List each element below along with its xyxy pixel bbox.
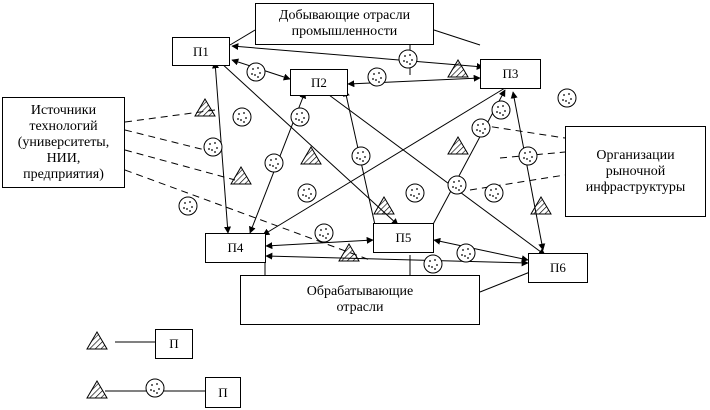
mining-industries-label: Добывающие отрасли промышленности bbox=[278, 8, 411, 39]
node-p4: П4 bbox=[205, 233, 266, 263]
dotted-circle-icon bbox=[203, 137, 223, 157]
processing-industries-label: Обрабатывающие отрасли bbox=[306, 284, 414, 315]
dotted-circle-icon bbox=[518, 146, 538, 166]
node-p2: П2 bbox=[290, 69, 348, 96]
hatched-triangle-icon bbox=[300, 146, 322, 165]
technology-sources-label: Источники технологий (университеты, НИИ,… bbox=[17, 102, 110, 182]
node-p5: П5 bbox=[373, 223, 434, 253]
hatched-triangle-icon bbox=[447, 136, 469, 155]
node-p4-label: П4 bbox=[227, 240, 244, 255]
dotted-circle-icon bbox=[145, 378, 165, 398]
hatched-triangle-icon bbox=[86, 331, 108, 350]
technology-sources-box: Источники технологий (университеты, НИИ,… bbox=[2, 97, 125, 188]
node-p1: П1 bbox=[172, 37, 230, 66]
hatched-triangle-icon bbox=[338, 243, 360, 262]
dotted-circle-icon bbox=[484, 183, 504, 203]
dotted-circle-icon bbox=[557, 88, 577, 108]
node-p2-label: П2 bbox=[311, 74, 327, 90]
dotted-circle-icon bbox=[297, 183, 317, 203]
dotted-circle-icon bbox=[351, 146, 371, 166]
dotted-circle-icon bbox=[405, 183, 425, 203]
hatched-triangle-icon bbox=[447, 59, 469, 78]
node-p6-label: П6 bbox=[550, 260, 566, 275]
dotted-circle-icon bbox=[367, 67, 387, 87]
dotted-circle-icon bbox=[491, 100, 511, 120]
dotted-circle-icon bbox=[290, 107, 310, 127]
dotted-circle-icon bbox=[398, 49, 418, 69]
circles bbox=[145, 49, 577, 398]
market-infrastructure-label: Организации рыночной инфраструктуры bbox=[585, 147, 686, 195]
dotted-circle-icon bbox=[178, 196, 198, 216]
dotted-circle-icon bbox=[423, 254, 443, 274]
dotted-circle-icon bbox=[232, 107, 252, 127]
dotted-circle-icon bbox=[246, 62, 266, 82]
node-p6: П6 bbox=[528, 253, 588, 283]
node-p3-label: П3 bbox=[502, 66, 519, 81]
node-p3: П3 bbox=[480, 59, 541, 89]
hatched-triangle-icon bbox=[230, 166, 252, 185]
mining-industries-box: Добывающие отрасли промышленности bbox=[255, 3, 434, 45]
processing-industries-box: Обрабатывающие отрасли bbox=[240, 275, 480, 325]
legend-node-1: П bbox=[155, 329, 193, 359]
hatched-triangle-icon bbox=[86, 380, 108, 399]
dotted-circle-icon bbox=[447, 175, 467, 195]
legend-node-2: П bbox=[205, 377, 241, 408]
hatched-triangle-icon bbox=[530, 196, 552, 215]
legend-node-1-label: П bbox=[169, 336, 179, 351]
dotted-circle-icon bbox=[264, 153, 284, 173]
dotted-circle-icon bbox=[456, 243, 476, 263]
hatched-triangle-icon bbox=[194, 98, 216, 117]
node-p1-label: П1 bbox=[193, 43, 209, 59]
legend-node-2-label: П bbox=[218, 384, 228, 400]
dotted-circle-icon bbox=[471, 118, 491, 138]
market-infrastructure-box: Организации рыночной инфраструктуры bbox=[565, 126, 706, 217]
node-p5-label: П5 bbox=[395, 230, 412, 245]
dotted-circle-icon bbox=[314, 223, 334, 243]
